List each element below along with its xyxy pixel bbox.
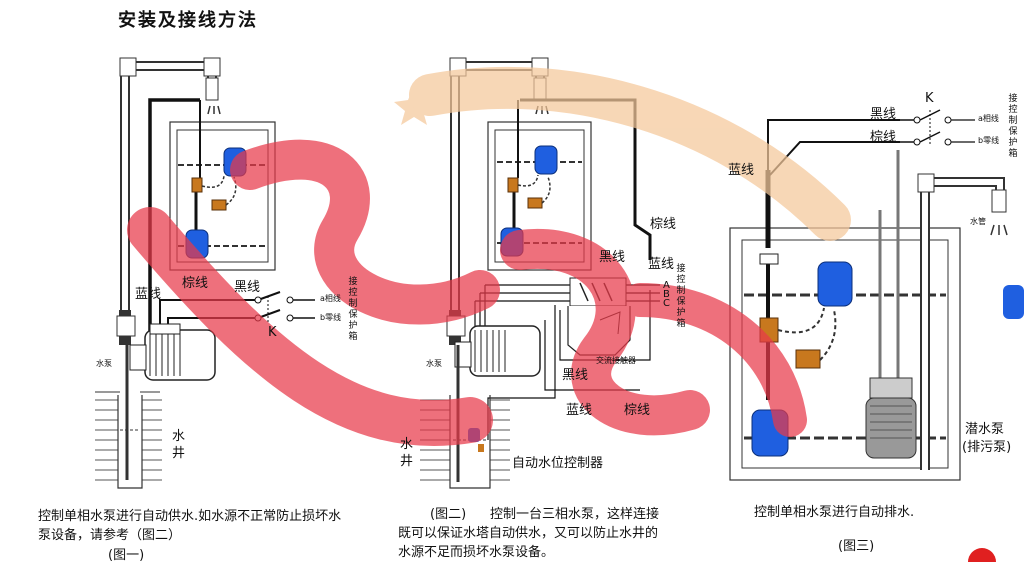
fig3-control-box-label: 接 控 制 保 护 箱 bbox=[1008, 94, 1018, 159]
fig2-phase-b-label: B bbox=[663, 289, 670, 300]
fig3-pipe-label: 水管 bbox=[970, 217, 986, 226]
fig1-black-wire-label: 黑线 bbox=[234, 280, 261, 295]
fig1-switch-k-label: K bbox=[268, 325, 277, 340]
watermark-logo bbox=[127, 66, 851, 447]
fig2-number: (图二) bbox=[430, 507, 467, 522]
fig2-pump-label: 水泵 bbox=[426, 359, 442, 368]
fig2-black-low-label: 黑线 bbox=[562, 368, 589, 383]
fig3-pump-label: 潜水泵 bbox=[965, 422, 1005, 437]
fig1-number: (图一) bbox=[108, 548, 145, 563]
fig2-well-label: 水 井 bbox=[400, 437, 414, 469]
fig2-blue-low-label: 蓝线 bbox=[566, 403, 593, 418]
fig1-brown-wire-label: 棕线 bbox=[182, 276, 209, 291]
fig3-black-wire-label: 黑线 bbox=[870, 107, 897, 122]
fig2-brown-low-label: 棕线 bbox=[624, 403, 651, 418]
fig3-switch-k-label: K bbox=[925, 91, 934, 106]
fig1-well-label: 水 井 bbox=[172, 429, 186, 461]
fig2-controller-label: 自动水位控制器 bbox=[512, 456, 604, 471]
fig3-blue-wire-label: 蓝线 bbox=[728, 163, 755, 178]
fig1-caption: 控制单相水泵进行自动供水.如水源不正常防止损坏水泵设备，请参考（图二） bbox=[38, 509, 342, 543]
fig2-phase-a-label: A bbox=[663, 280, 670, 291]
page-title: 安装及接线方法 bbox=[118, 10, 258, 31]
fig2-caption: 控制一台三相水泵，这样连接既可以保证水塔自动供水，又可以防止水井的水源不足而损坏… bbox=[398, 507, 660, 560]
fig1-blue-wire-label: 蓝线 bbox=[135, 287, 162, 302]
fig1-b-neutral-label: b零线 bbox=[320, 313, 342, 322]
fig3-brown-wire-label: 棕线 bbox=[870, 130, 897, 145]
fig1-a-phase-label: a相线 bbox=[320, 294, 341, 303]
fig2-brown-top-label: 棕线 bbox=[650, 217, 677, 232]
fig2-phase-c-label: C bbox=[663, 298, 670, 309]
fig1-control-box-label: 接 控 制 保 护 箱 bbox=[348, 277, 358, 342]
fig3-drawing bbox=[729, 109, 1024, 562]
fig2-control-box-label: 接 控 制 保 护 箱 bbox=[676, 264, 686, 329]
fig2-blue-mid-label: 蓝线 bbox=[648, 257, 675, 272]
fig3-number: (图三) bbox=[838, 539, 875, 554]
fig2-contactor-label: 交流接触器 bbox=[596, 356, 636, 365]
fig1-pump-label: 水泵 bbox=[96, 359, 112, 368]
fig3-pump-type-label: (排污泵) bbox=[962, 440, 1012, 455]
fig2-black-mid-label: 黑线 bbox=[599, 250, 626, 265]
fig3-caption: 控制单相水泵进行自动排水. bbox=[754, 505, 915, 520]
fig3-b-neutral-label: b零线 bbox=[978, 136, 1000, 145]
fig3-a-phase-label: a相线 bbox=[978, 114, 999, 123]
